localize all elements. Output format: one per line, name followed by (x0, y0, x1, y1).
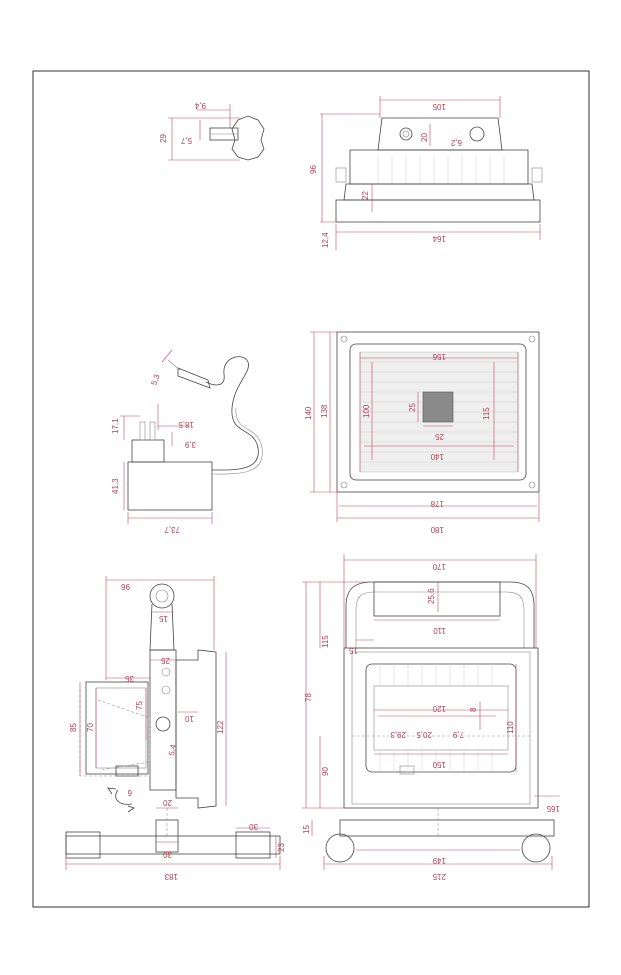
dim-stand-90: 90 (321, 767, 330, 776)
dim-stand-149: 149 (432, 856, 446, 865)
dim-side-85: 85 (69, 723, 78, 732)
dim-side-6: 6 (127, 788, 132, 797)
dim-side-25: 25 (161, 656, 170, 665)
dim-stand-205: 20,5 (416, 730, 432, 739)
dim-stand-115: 115 (321, 635, 330, 648)
dim-stand-15a: 15 (349, 646, 358, 655)
dim-knob-h: 29 (159, 134, 168, 143)
led-chip (422, 391, 454, 423)
dim-front-25a: 25 (408, 403, 417, 412)
dim-stand-293: 29,3 (390, 730, 406, 739)
dim-plug-413: 41,3 (111, 478, 120, 494)
sheet-border (32, 70, 590, 908)
dim-plug-53: 5,3 (149, 373, 161, 387)
dim-side-15: 15 (159, 614, 168, 623)
dim-side-75: 75 (135, 701, 144, 710)
dim-side-70: 70 (86, 723, 95, 732)
stand-view: 170 25,6 110 115 15 78 120 8 7,9 20,5 29… (302, 554, 560, 881)
dim-stand-170: 170 (432, 562, 446, 571)
cable (205, 356, 259, 471)
dim-front-178: 178 (430, 499, 444, 508)
dim-side-96: 96 (121, 582, 130, 591)
dim-plug-39: 3,9 (184, 440, 196, 449)
dim-knob-d: 5,7 (180, 136, 192, 145)
dim-front-25b: 25 (435, 432, 444, 441)
dim-side-30b: 30 (163, 850, 172, 859)
dim-top-164: 164 (432, 234, 446, 243)
dim-side-20: 20 (163, 798, 172, 807)
dim-top-96: 96 (309, 165, 318, 174)
dim-side-23: 23 (277, 843, 286, 852)
star-knob-shape (231, 115, 265, 161)
dim-top-22: 22 (361, 191, 370, 200)
dim-stand-15b: 15 (302, 825, 311, 834)
dim-front-156: 156 (432, 352, 446, 361)
dim-stand-110b: 110 (506, 721, 515, 734)
dim-stand-150: 150 (432, 760, 446, 769)
plug-adapter-view: 5,3 17,1 18,5 3,9 41,3 73,7 (111, 349, 263, 534)
dim-stand-256: 25,6 (427, 588, 436, 604)
dim-stand-8: 8 (469, 707, 478, 712)
dim-stand-215: 215 (432, 872, 446, 881)
dim-stand-79: 7,9 (452, 730, 464, 739)
dim-side-122: 122 (216, 720, 225, 734)
dim-top-20: 20 (420, 133, 429, 142)
dim-plug-171: 17,1 (111, 418, 120, 434)
dim-top-w: 105 (432, 102, 446, 111)
dim-top-62: 6,2 (450, 138, 462, 147)
top-view: 105 20 6,2 96 22 12,4 164 (309, 96, 543, 250)
side-view: 96 15 25 35 75 85 70 10 122 5,4 6 20 30 … (65, 576, 286, 881)
dim-plug-737: 73,7 (164, 525, 180, 534)
dim-front-100: 100 (362, 404, 371, 418)
dim-plug-185: 18,5 (178, 420, 194, 429)
dim-top-124: 12,4 (321, 232, 330, 248)
dim-front-180: 180 (430, 525, 444, 534)
dim-front-115: 115 (482, 407, 491, 420)
dim-stand-78: 78 (304, 693, 313, 702)
knob-view: 9,4 29 5,7 (159, 101, 265, 161)
dim-stand-110a: 110 (433, 626, 446, 635)
dim-front-140h: 140 (304, 406, 313, 420)
dim-side-30a: 30 (249, 822, 258, 831)
dim-knob-w: 9,4 (194, 101, 206, 110)
dim-side-35: 35 (125, 674, 134, 683)
dim-side-10: 10 (185, 714, 194, 723)
front-view: 156 140 138 100 25 25 115 140 178 180 (304, 331, 540, 534)
dim-side-54: 5,4 (167, 743, 178, 756)
dim-stand-165: 165 (546, 804, 560, 813)
dim-front-140w: 140 (430, 452, 444, 461)
dim-front-138: 138 (320, 404, 329, 418)
dim-side-183: 183 (164, 872, 178, 881)
dim-stand-120: 120 (432, 704, 446, 713)
